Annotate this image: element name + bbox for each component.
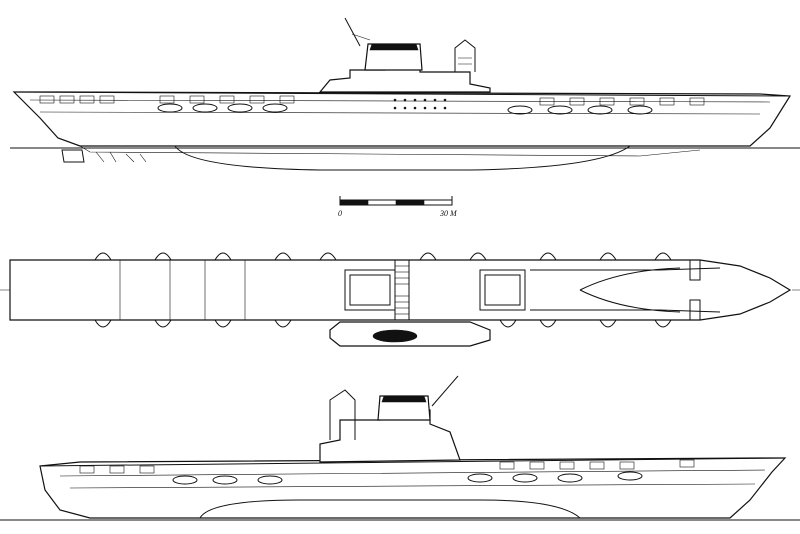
sponsons-lower xyxy=(94,319,672,328)
hull-bulge-bottom xyxy=(199,499,581,519)
plan-view xyxy=(0,252,800,347)
boats-top xyxy=(157,103,653,115)
catapults xyxy=(530,267,721,313)
boats-bottom xyxy=(172,471,643,485)
hull-openings-top xyxy=(39,95,705,106)
hull-bulge-top xyxy=(174,145,631,171)
funnel-top xyxy=(364,43,423,71)
profile-view-bottom xyxy=(0,375,800,521)
hull-top xyxy=(12,91,792,147)
flight-deck-plan xyxy=(9,259,792,321)
flight-deck-edge xyxy=(13,91,791,97)
mast-bottom xyxy=(431,375,459,407)
sponsons-upper xyxy=(94,252,672,261)
deck-strip xyxy=(394,259,410,321)
funnel-plan xyxy=(372,329,418,343)
mast-top xyxy=(344,17,361,47)
scale-end-label: 30 M xyxy=(439,209,458,218)
scale-bar: 0 30 M xyxy=(338,196,458,218)
profile-view-top xyxy=(10,17,800,171)
hull-bottom xyxy=(39,457,787,519)
scale-start-label: 0 xyxy=(338,209,342,218)
elevator-fwd xyxy=(479,269,526,311)
hull-openings-bottom xyxy=(79,459,695,474)
portholes-top xyxy=(393,98,447,110)
